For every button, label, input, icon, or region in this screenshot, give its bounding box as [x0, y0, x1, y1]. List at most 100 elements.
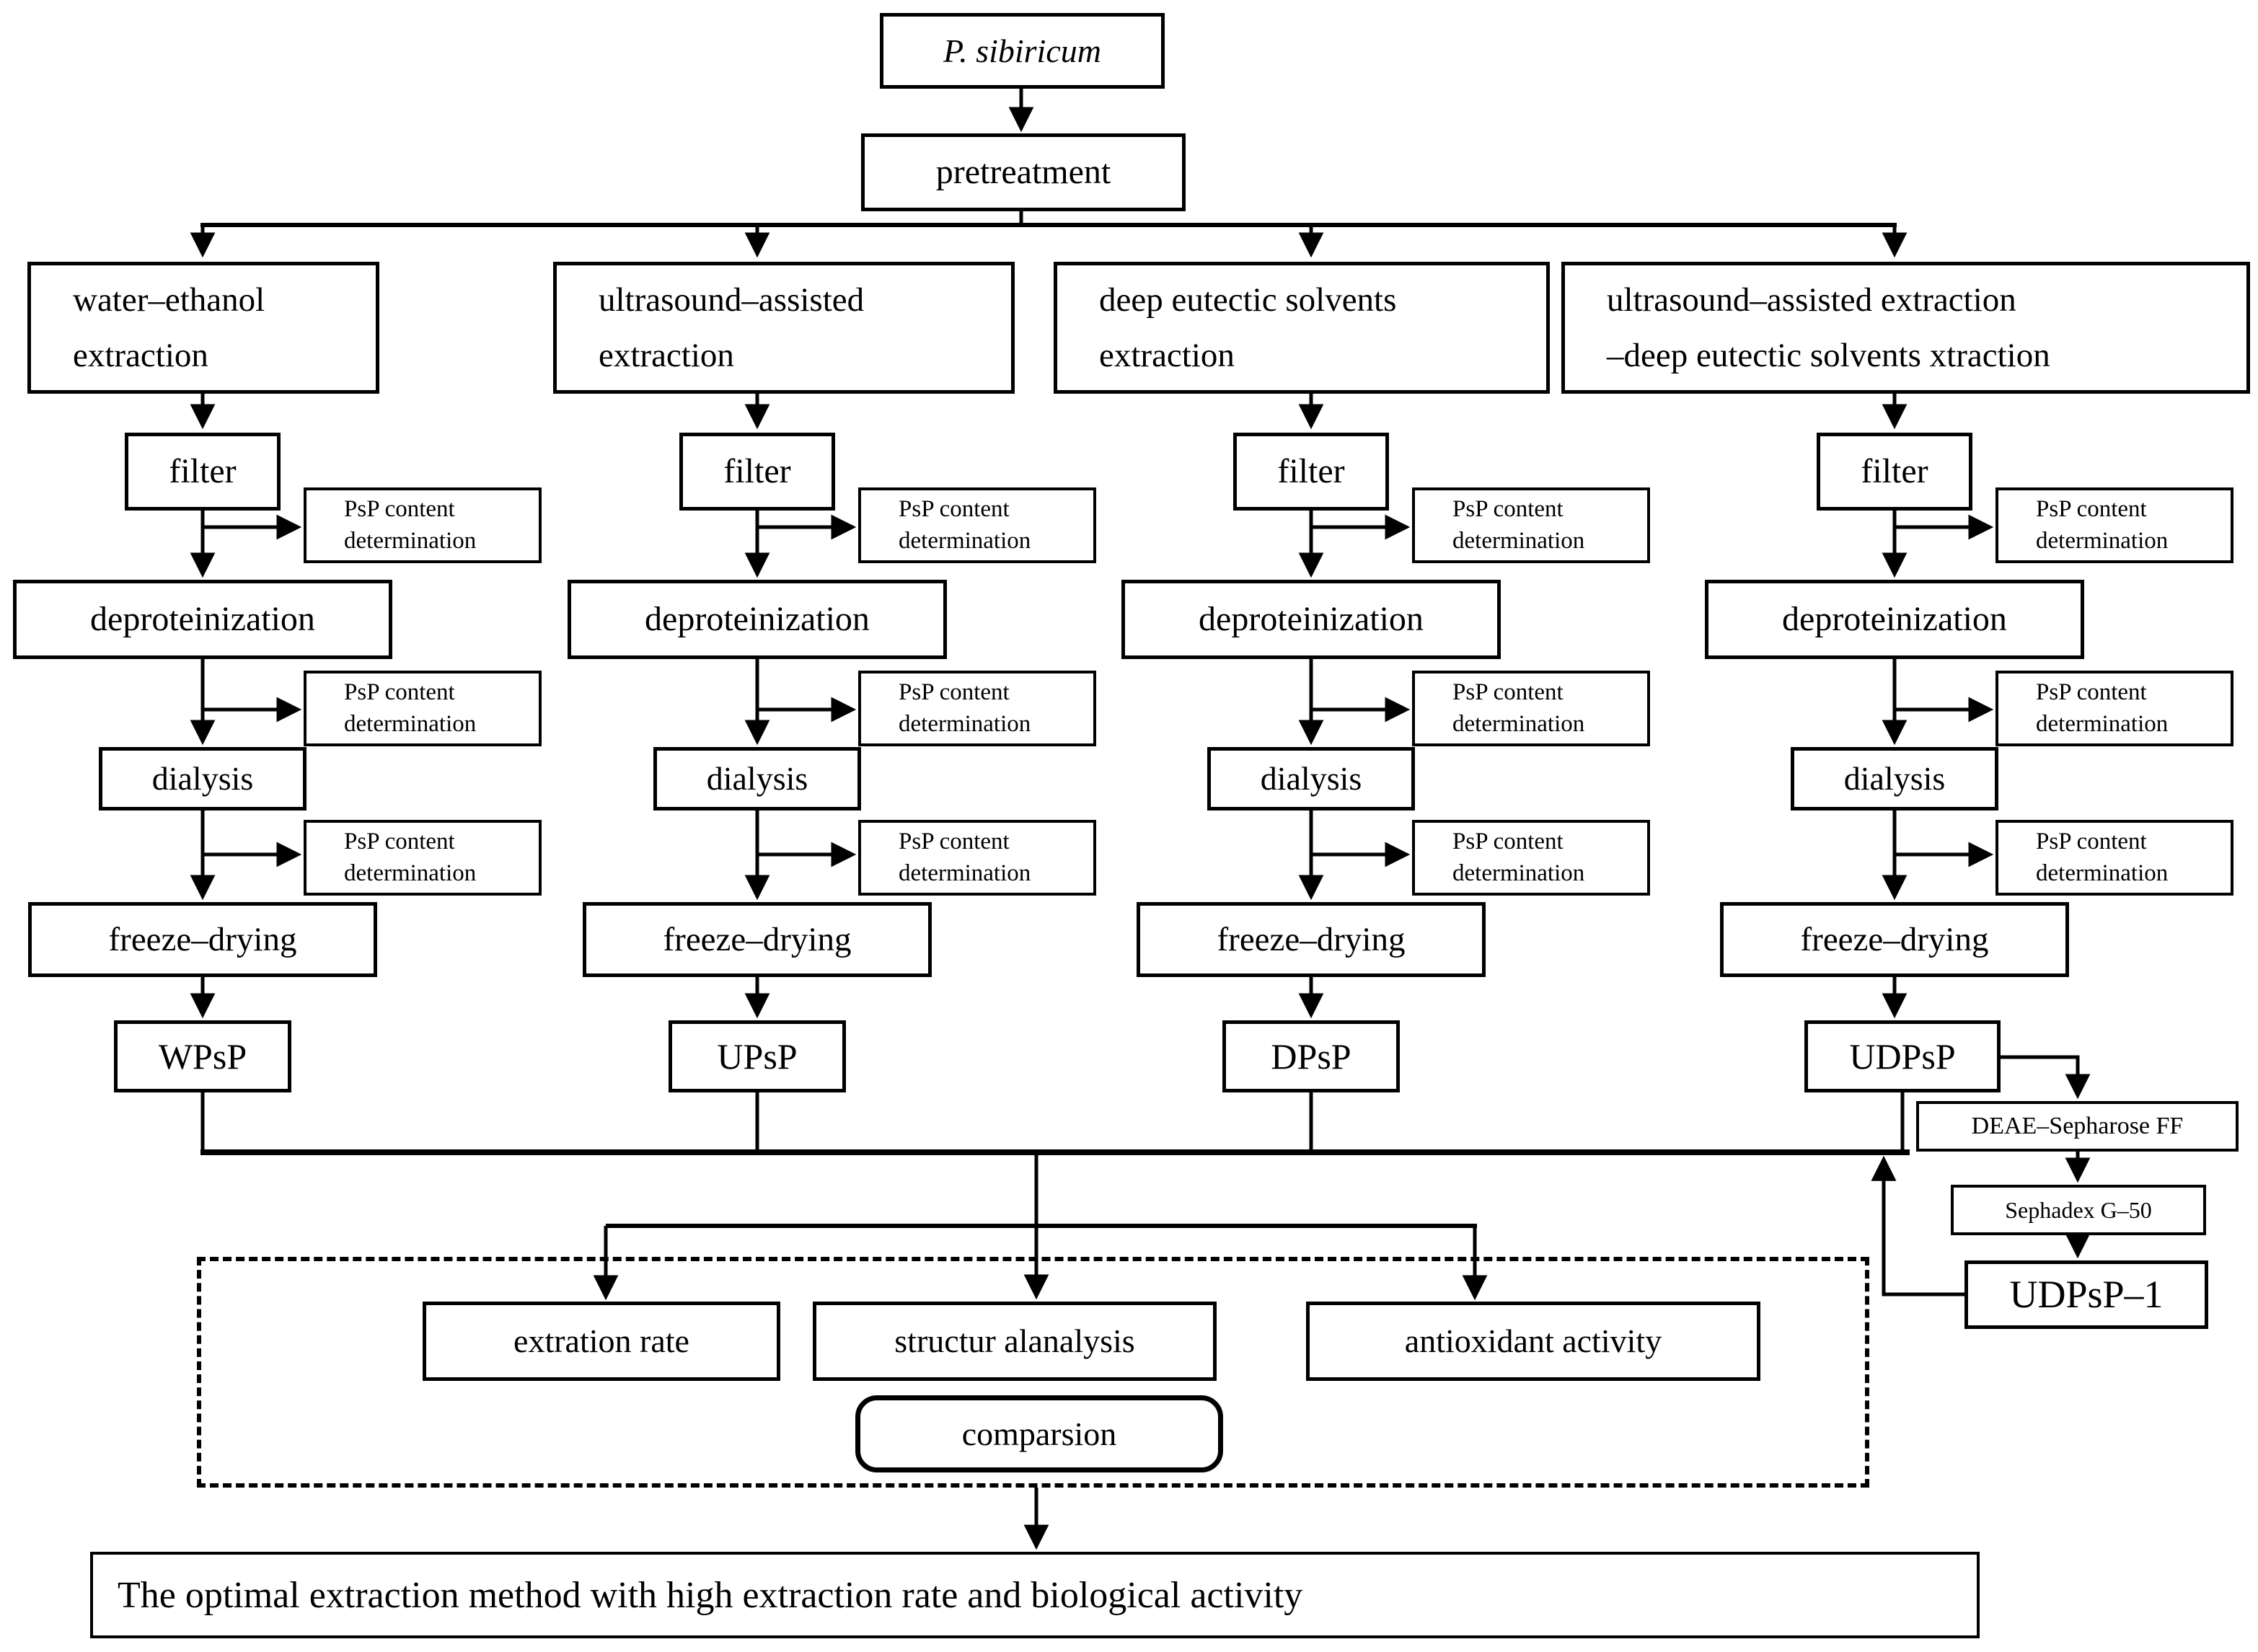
- node-deae-sepharose-ff: DEAE–Sepharose FF: [1916, 1101, 2239, 1152]
- pretreatment-label: pretreatment: [935, 153, 1111, 191]
- psp-line: PsP content: [899, 679, 1010, 705]
- freeze-drying-label: freeze–drying: [108, 920, 297, 958]
- freeze-drying-label: freeze–drying: [663, 920, 852, 958]
- node-psp-check-c2-r3: PsP content determination: [858, 820, 1096, 896]
- node-filter-4: filter: [1817, 433, 1972, 511]
- extraction-line: deep eutectic solvents: [1099, 281, 1397, 319]
- psp-line: PsP content: [2036, 495, 2147, 522]
- extraction-line: extraction: [1099, 336, 1235, 374]
- extraction-line: –deep eutectic solvents xtraction: [1607, 336, 2050, 374]
- node-product-udpsp: UDPsP: [1804, 1020, 2001, 1092]
- node-psp-check-c2-r2: PsP content determination: [858, 671, 1096, 746]
- psp-line: PsP content: [2036, 828, 2147, 854]
- node-deproteinization-4: deproteinization: [1705, 580, 2084, 659]
- sephadex-label: Sephadex G–50: [2005, 1197, 2152, 1223]
- node-psp-check-c3-r2: PsP content determination: [1412, 671, 1650, 746]
- node-psp-check-c1-r1: PsP content determination: [304, 487, 542, 563]
- freeze-drying-label: freeze–drying: [1800, 920, 1989, 958]
- node-deproteinization-2: deproteinization: [568, 580, 947, 659]
- comparison-label: comparsion: [961, 1415, 1117, 1452]
- node-sephadex-g50: Sephadex G–50: [1951, 1185, 2206, 1235]
- psp-line: determination: [344, 527, 477, 554]
- node-product-upsp: UPsP: [669, 1020, 846, 1092]
- udpsp-1-label: UDPsP–1: [2009, 1272, 2164, 1316]
- node-freeze-drying-4: freeze–drying: [1720, 902, 2069, 977]
- node-conclusion: The optimal extraction method with high …: [90, 1552, 1980, 1638]
- node-p-sibiricum: P. sibiricum: [880, 13, 1165, 89]
- psp-line: determination: [344, 710, 477, 737]
- node-filter-3: filter: [1233, 433, 1389, 511]
- structure-analysis-label: structur alanalysis: [894, 1322, 1135, 1360]
- psp-line: PsP content: [344, 495, 455, 522]
- node-extraction-rate: extration rate: [423, 1302, 780, 1381]
- deproteinization-label: deproteinization: [645, 600, 870, 638]
- product-label: DPsP: [1271, 1035, 1351, 1077]
- extraction-line: water–ethanol: [73, 281, 265, 319]
- node-extraction-water-ethanol: water–ethanol extraction: [27, 262, 379, 394]
- product-label: UDPsP: [1849, 1035, 1956, 1077]
- node-psp-check-c4-r2: PsP content determination: [1995, 671, 2233, 746]
- node-deproteinization-3: deproteinization: [1121, 580, 1501, 659]
- freeze-drying-label: freeze–drying: [1217, 920, 1406, 958]
- psp-line: PsP content: [344, 679, 455, 705]
- deproteinization-label: deproteinization: [1782, 600, 2007, 638]
- deproteinization-label: deproteinization: [1199, 600, 1424, 638]
- node-psp-check-c4-r3: PsP content determination: [1995, 820, 2233, 896]
- psp-line: determination: [2036, 860, 2169, 886]
- node-extraction-deep-eutectic: deep eutectic solvents extraction: [1054, 262, 1550, 394]
- node-product-wpsp: WPsP: [114, 1020, 291, 1092]
- node-psp-check-c3-r3: PsP content determination: [1412, 820, 1650, 896]
- evaluation-dashed-frame: [197, 1257, 1869, 1488]
- dialysis-label: dialysis: [706, 760, 808, 798]
- psp-line: determination: [899, 860, 1031, 886]
- node-dialysis-3: dialysis: [1207, 747, 1415, 810]
- psp-line: PsP content: [899, 495, 1010, 522]
- deae-label: DEAE–Sepharose FF: [1971, 1112, 2184, 1139]
- filter-label: filter: [723, 452, 791, 490]
- node-udpsp-1: UDPsP–1: [1964, 1260, 2208, 1329]
- node-freeze-drying-1: freeze–drying: [28, 902, 377, 977]
- node-filter-1: filter: [125, 433, 281, 511]
- node-psp-check-c3-r1: PsP content determination: [1412, 487, 1650, 563]
- psp-line: determination: [899, 710, 1031, 737]
- extraction-line: ultrasound–assisted extraction: [1607, 281, 2016, 319]
- psp-line: determination: [1452, 710, 1585, 737]
- node-dialysis-1: dialysis: [99, 747, 306, 810]
- extraction-rate-label: extration rate: [513, 1322, 689, 1360]
- node-pretreatment: pretreatment: [861, 133, 1186, 211]
- dialysis-label: dialysis: [151, 760, 254, 798]
- deproteinization-label: deproteinization: [90, 600, 315, 638]
- psp-line: determination: [1452, 527, 1585, 554]
- psp-line: PsP content: [899, 828, 1010, 854]
- antioxidant-activity-label: antioxidant activity: [1404, 1322, 1662, 1360]
- extraction-line: extraction: [599, 336, 734, 374]
- psp-line: determination: [2036, 527, 2169, 554]
- node-psp-check-c2-r1: PsP content determination: [858, 487, 1096, 563]
- node-freeze-drying-2: freeze–drying: [583, 902, 932, 977]
- node-product-dpsp: DPsP: [1222, 1020, 1400, 1092]
- psp-line: determination: [2036, 710, 2169, 737]
- node-psp-check-c4-r1: PsP content determination: [1995, 487, 2233, 563]
- node-structure-analysis: structur alanalysis: [813, 1302, 1217, 1381]
- node-filter-2: filter: [679, 433, 835, 511]
- node-psp-check-c1-r2: PsP content determination: [304, 671, 542, 746]
- extraction-line: extraction: [73, 336, 208, 374]
- extraction-line: ultrasound–assisted: [599, 281, 865, 319]
- psp-line: determination: [344, 860, 477, 886]
- psp-line: PsP content: [1452, 495, 1564, 522]
- node-comparison: comparsion: [855, 1395, 1223, 1472]
- filter-label: filter: [1861, 452, 1928, 490]
- node-psp-check-c1-r3: PsP content determination: [304, 820, 542, 896]
- product-label: UPsP: [717, 1035, 798, 1077]
- node-dialysis-2: dialysis: [653, 747, 861, 810]
- node-freeze-drying-3: freeze–drying: [1137, 902, 1486, 977]
- p-sibiricum-label: P. sibiricum: [943, 32, 1101, 69]
- conclusion-label: The optimal extraction method with high …: [118, 1574, 1303, 1616]
- dialysis-label: dialysis: [1260, 760, 1362, 798]
- dialysis-label: dialysis: [1843, 760, 1946, 798]
- product-label: WPsP: [158, 1035, 247, 1077]
- psp-line: determination: [1452, 860, 1585, 886]
- node-dialysis-4: dialysis: [1791, 747, 1998, 810]
- psp-line: PsP content: [1452, 828, 1564, 854]
